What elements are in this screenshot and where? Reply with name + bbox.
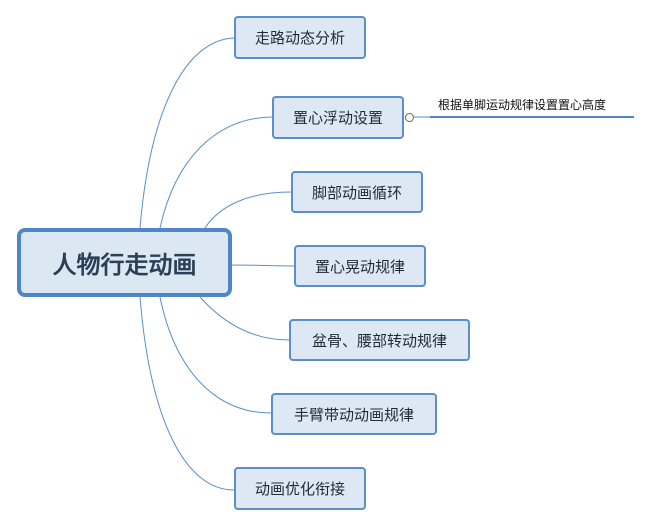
- topic-walk-analysis[interactable]: 走路动态分析: [234, 16, 366, 59]
- topic-center-float[interactable]: 置心浮动设置: [272, 96, 404, 139]
- root-topic[interactable]: 人物行走动画: [17, 228, 232, 297]
- connector-anim-optimize: [139, 296, 235, 491]
- topic-anim-optimize[interactable]: 动画优化衔接: [234, 467, 366, 510]
- connector-center-sway: [231, 264, 295, 267]
- subtopic-note[interactable]: 根据单脚运动规律设置置心高度: [438, 98, 607, 112]
- connector-walk-analysis: [139, 37, 235, 229]
- topic-foot-cycle[interactable]: 脚部动画循环: [291, 171, 423, 213]
- collapse-toggle-icon[interactable]: [405, 113, 414, 122]
- connector-pelvis-waist: [199, 296, 290, 341]
- connector-foot-cycle: [204, 191, 292, 229]
- connector-arm-motion: [159, 296, 272, 414]
- topic-center-sway[interactable]: 置心晃动规律: [294, 245, 426, 287]
- connector-center-float: [159, 116, 273, 229]
- topic-arm-motion[interactable]: 手臂带动动画规律: [271, 393, 437, 435]
- topic-pelvis-waist[interactable]: 盆骨、腰部转动规律: [289, 319, 470, 361]
